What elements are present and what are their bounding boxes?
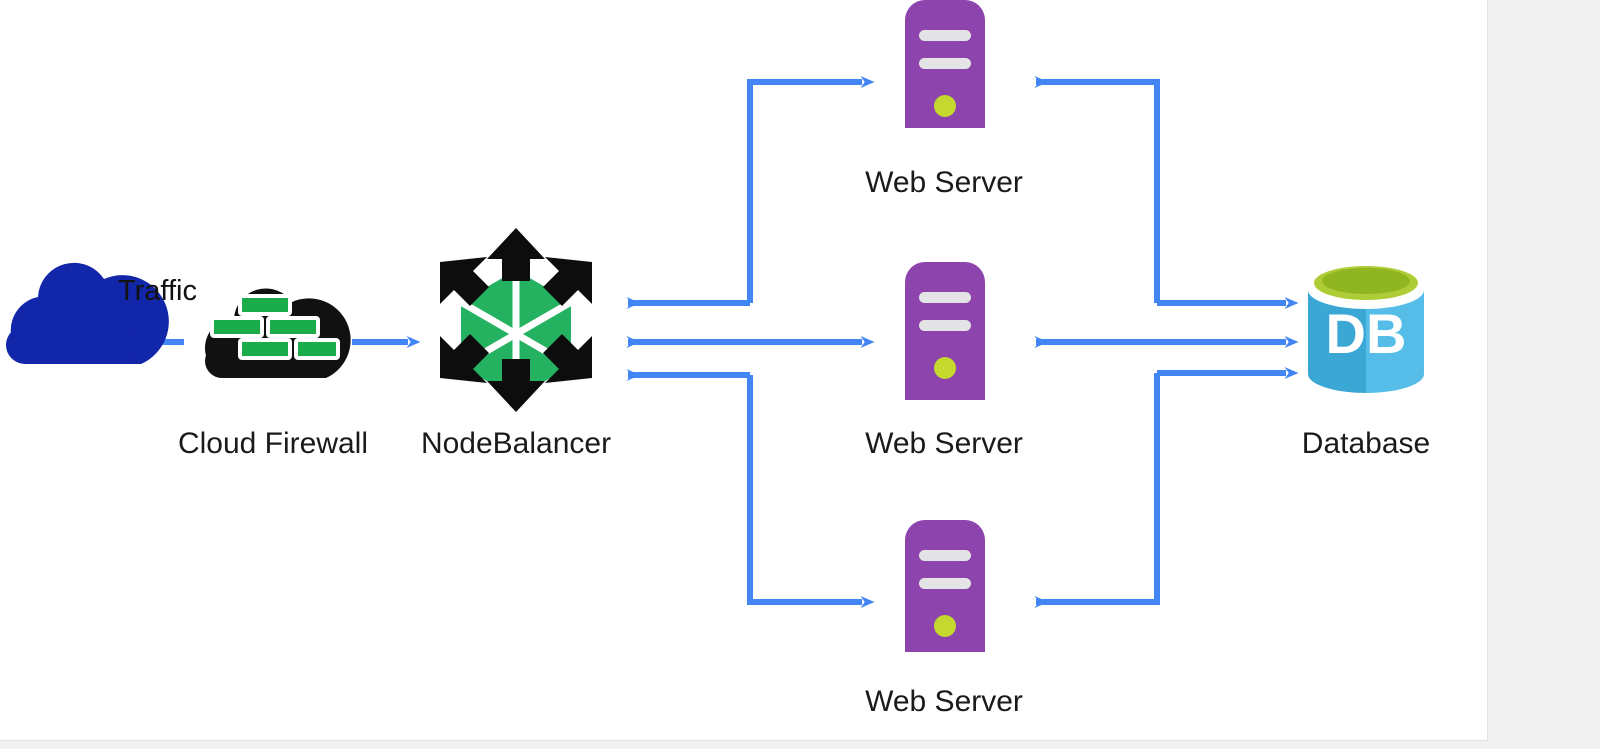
label-traffic: Traffic: [118, 275, 197, 307]
database-icon[interactable]: DB: [1308, 266, 1424, 393]
connector-web3-to-db-in: [1034, 373, 1160, 608]
firewall-bricks-icon: [210, 294, 340, 360]
connector-nb-to-web1-out: [747, 76, 875, 303]
diagram-canvas: DB Traffic Cloud Firewall NodeBalancer W…: [0, 0, 1488, 741]
label-webserver-3: Web Server: [865, 685, 1023, 718]
label-nodebalancer: NodeBalancer: [420, 427, 612, 460]
architecture-diagram: DB: [6, 0, 1424, 652]
label-cloud-firewall: Cloud Firewall: [177, 427, 369, 460]
server-icon-webserver-1[interactable]: [905, 0, 985, 128]
server-icon-webserver-2[interactable]: [905, 262, 985, 400]
nodebalancer-arrows-icon: [440, 228, 592, 412]
connector-nb-to-web3-out: [747, 375, 875, 608]
label-webserver-1: Web Server: [865, 166, 1023, 199]
database-db-text: DB: [1326, 302, 1407, 365]
cloud-firewall-icon[interactable]: [204, 288, 351, 379]
connector-web1-to-db-in: [1034, 76, 1160, 303]
label-webserver-2: Web Server: [865, 427, 1023, 460]
cloud-icon[interactable]: [6, 262, 169, 364]
label-database: Database: [1301, 427, 1431, 460]
connector-layer: [146, 76, 1299, 608]
nodebalancer-icon[interactable]: [440, 228, 592, 412]
server-icon-webserver-3[interactable]: [905, 520, 985, 652]
